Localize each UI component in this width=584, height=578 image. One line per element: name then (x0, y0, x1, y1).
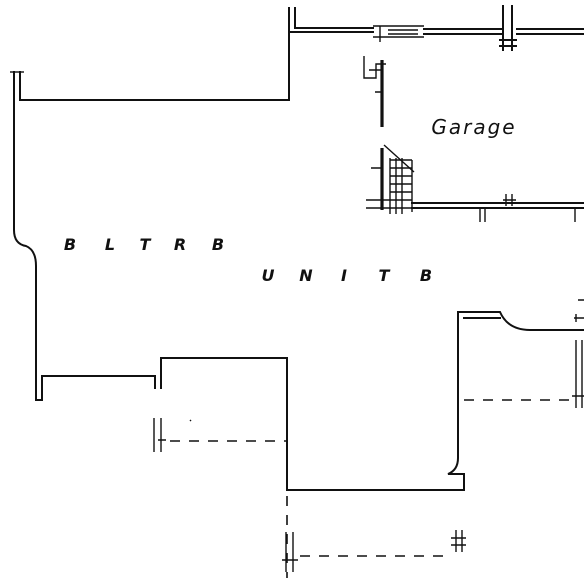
unit-letter: R (174, 235, 186, 254)
garage-label: Garage (431, 115, 516, 139)
garage-walls (288, 5, 584, 222)
unit-letter: L (105, 235, 115, 254)
unit-letter: U (262, 266, 275, 285)
dashed-lines (153, 399, 576, 578)
building-outline (10, 7, 584, 491)
unit-letter: N (299, 266, 313, 285)
unit-letter: T (379, 266, 391, 285)
unit-letter: B (64, 235, 76, 254)
unit-letter: B (212, 235, 224, 254)
unit-label: B L T R B U N I T B (64, 235, 432, 285)
unit-letter: T (140, 235, 152, 254)
unit-letter: B (420, 266, 432, 285)
unit-letter: I (341, 266, 347, 285)
